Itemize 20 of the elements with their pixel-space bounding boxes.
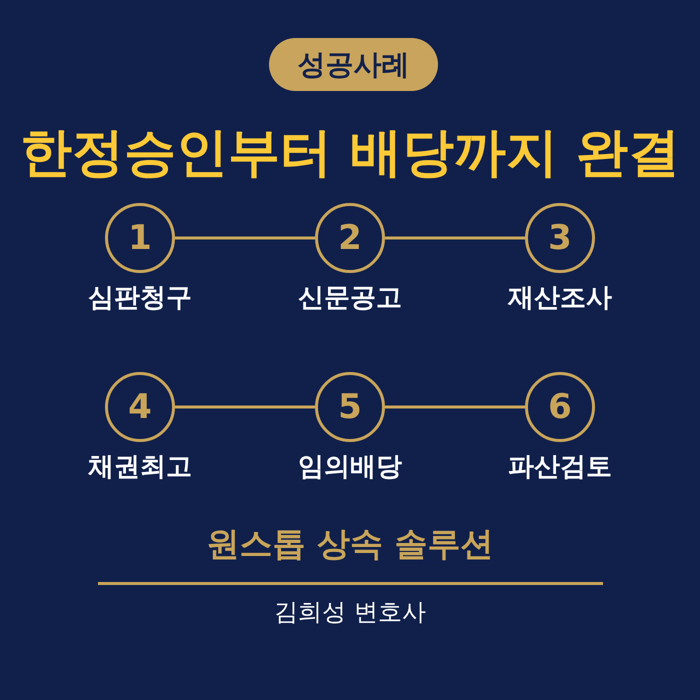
badge: 성공사례 <box>269 38 438 91</box>
connector-line <box>385 406 525 408</box>
step-label: 채권최고 <box>88 453 192 483</box>
connector-line <box>385 236 525 240</box>
step-label: 재산조사 <box>508 284 612 314</box>
connector-line <box>175 406 315 408</box>
step-label: 파산검토 <box>508 453 612 483</box>
step-circle: 6 <box>525 372 595 442</box>
step-circle: 3 <box>525 203 595 273</box>
connector-line <box>175 236 315 240</box>
title: 한정승인부터 배당까지 완결 <box>20 124 680 184</box>
author-name: 김희성 변호사 <box>274 599 426 627</box>
step-circle: 2 <box>315 203 385 273</box>
step-circle: 1 <box>105 203 175 273</box>
slogan-text: 원스톱 상속 솔루션 <box>206 525 494 563</box>
step-label: 임의배당 <box>298 453 402 483</box>
step-label: 신문공고 <box>298 284 402 314</box>
step-label: 심판청구 <box>88 284 192 314</box>
step-circle: 4 <box>105 372 175 442</box>
step-circle: 5 <box>315 372 385 442</box>
